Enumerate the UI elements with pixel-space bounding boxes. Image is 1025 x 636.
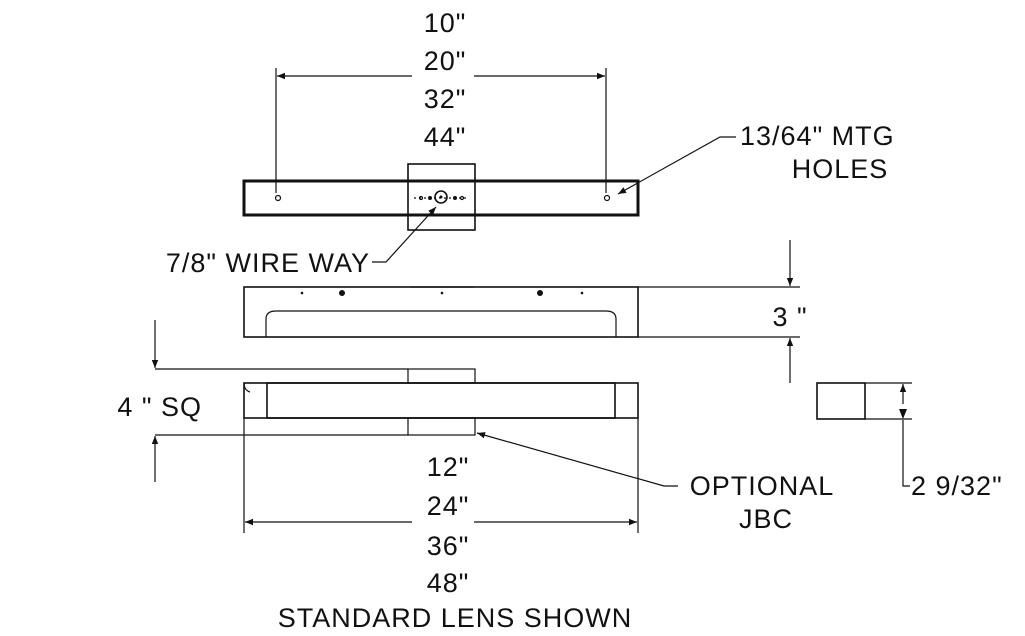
length-36: 36" <box>427 531 470 561</box>
side-hole <box>580 291 584 295</box>
square-4-label: 4 " SQ <box>117 392 202 422</box>
lens-side-profile <box>265 310 617 337</box>
side-hole <box>300 291 304 295</box>
fixture-top-outline <box>242 179 640 217</box>
mtg-spacing-44: 44" <box>424 122 467 152</box>
front-view <box>151 320 678 533</box>
end-view <box>816 382 912 487</box>
side-hole <box>537 290 543 296</box>
length-24: 24" <box>427 491 470 521</box>
top-view <box>242 68 736 263</box>
jbc-leader <box>476 432 678 487</box>
jbc-label-2: JBC <box>739 504 793 534</box>
jbc-top <box>407 368 476 384</box>
jbc-bottom <box>407 417 476 436</box>
end-arrow-bottom <box>899 409 907 419</box>
end-leader <box>902 420 910 487</box>
side-view <box>243 240 800 383</box>
lens-front <box>266 382 616 419</box>
fixture-front-outline <box>243 382 639 419</box>
fixture-side-outline <box>243 286 639 338</box>
length-48: 48" <box>427 568 470 598</box>
mtg-hole-right <box>603 194 611 202</box>
jbc-label-1: OPTIONAL <box>690 471 835 501</box>
junction-box-top <box>407 163 476 231</box>
drawing-title: STANDARD LENS SHOWN <box>278 603 633 633</box>
height-3-label: 3 " <box>772 302 807 332</box>
end-profile <box>816 382 866 420</box>
mtg-hole-left <box>274 194 282 202</box>
mtg-holes-leader <box>617 136 736 195</box>
side-hole <box>440 291 444 295</box>
side-hole <box>339 290 345 296</box>
mtg-spacing-20: 20" <box>424 46 467 76</box>
mtg-holes-label-1: 13/64" MTG <box>740 121 895 151</box>
mtg-spacing-32: 32" <box>424 84 467 114</box>
wire-way-hole <box>434 190 448 204</box>
length-12: 12" <box>427 452 470 482</box>
end-height-label: 2 9/32" <box>911 471 1003 501</box>
wire-way-leader <box>372 206 437 263</box>
wire-way-label: 7/8" WIRE WAY <box>166 248 370 278</box>
end-cap-curve <box>243 382 251 393</box>
mtg-holes-label-2: HOLES <box>792 154 889 184</box>
mtg-spacing-10: 10" <box>424 8 467 38</box>
